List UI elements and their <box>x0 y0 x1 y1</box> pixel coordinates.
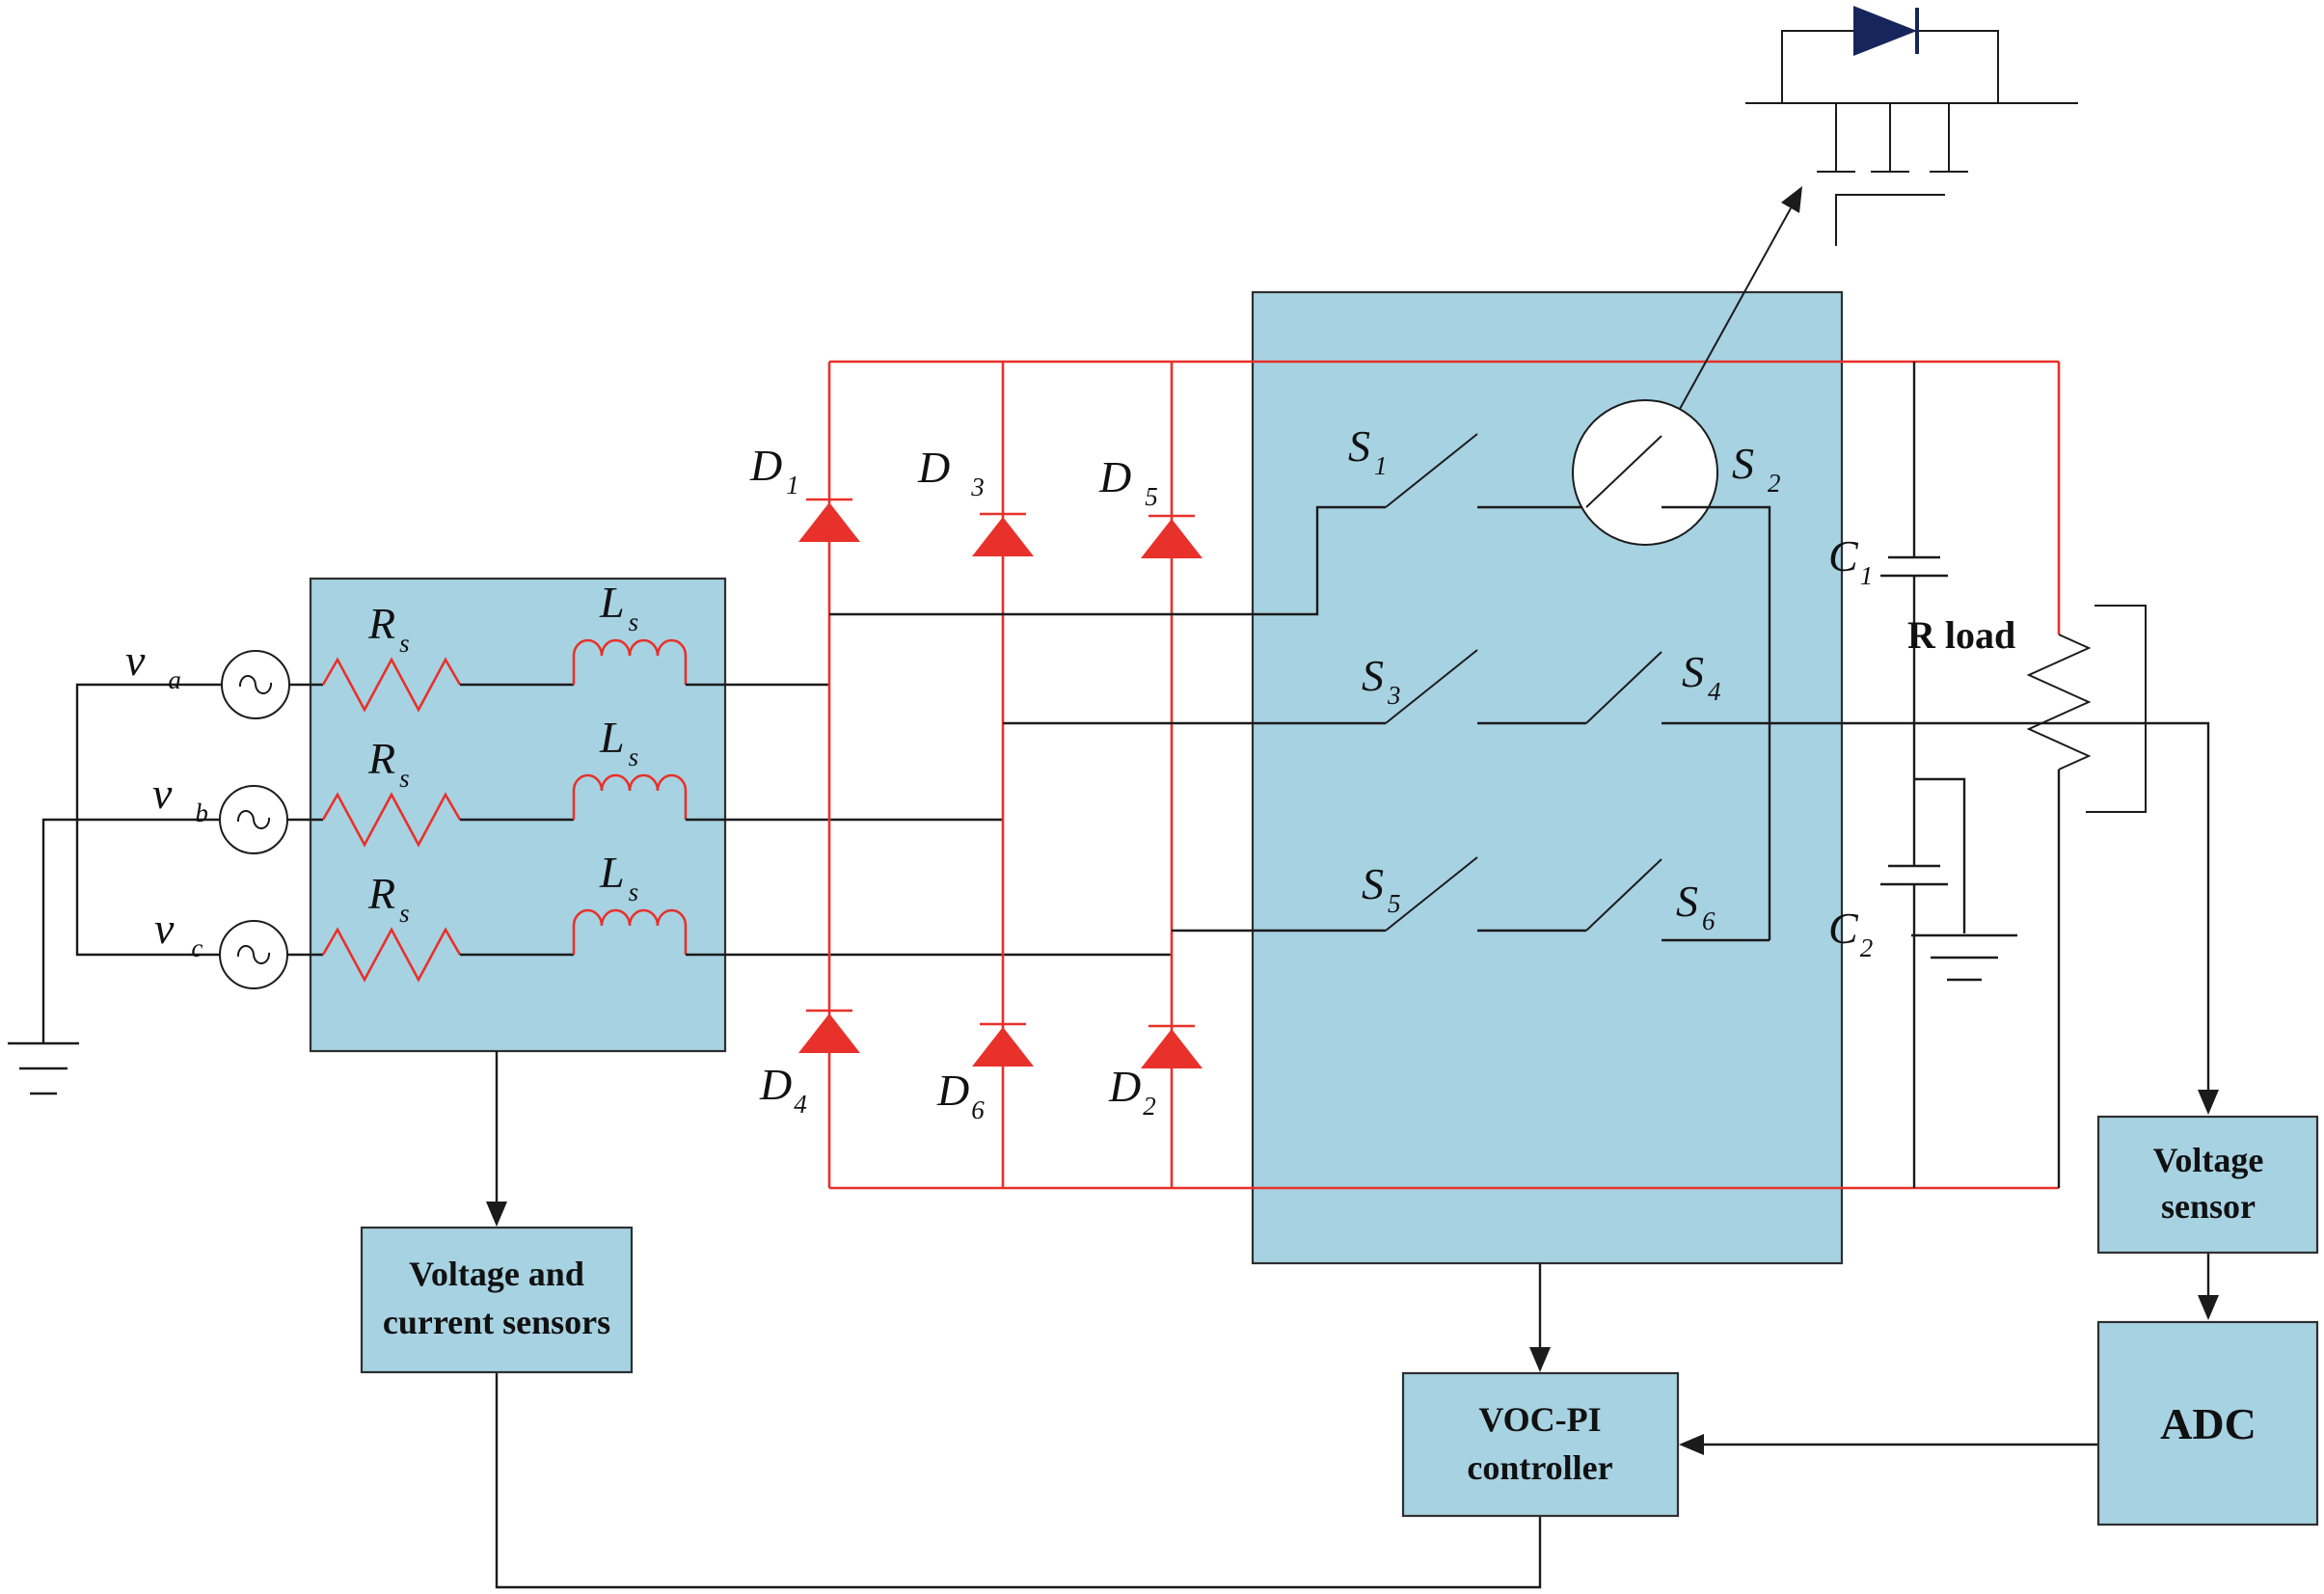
sensor-to-adc-wire <box>2198 1253 2219 1320</box>
voltage-sensor-label-line2: sensor <box>2161 1187 2256 1226</box>
voltage-sensor-label-line1: Voltage <box>2153 1141 2264 1179</box>
capacitor-c2: C2 <box>1828 864 1948 1188</box>
body-diode-icon <box>1853 6 1917 56</box>
ac-neutral-wiring <box>8 683 222 1095</box>
to-voltage-sensor-arrowhead <box>2198 1090 2219 1115</box>
adc-box: ADC <box>2096 1320 2319 1526</box>
switch-row-1 <box>829 399 1771 940</box>
controller-box-label-line2: controller <box>1467 1448 1612 1487</box>
ground-icon <box>8 1041 79 1095</box>
switch-row-2 <box>1003 649 2210 1107</box>
controller-box: VOC-PI controller <box>1401 1371 1680 1518</box>
switch-s6-blade <box>1585 858 1662 932</box>
midpoint-ground <box>1911 777 2017 982</box>
source-impedance-panel <box>309 577 727 1053</box>
switch-s2-circle <box>1572 399 1718 546</box>
diode-d2 <box>1141 1024 1203 1068</box>
diode-d4 <box>798 1009 860 1053</box>
adc-to-controller-wire <box>1679 1434 2098 1455</box>
adc-box-label: ADC <box>2160 1399 2256 1448</box>
zoom-pointer-arrow <box>1679 186 1802 410</box>
label-r-load: R load <box>1907 613 2015 657</box>
load-resistor: R load <box>1907 605 2147 1188</box>
controller-box-label-line1: VOC-PI <box>1478 1400 1601 1439</box>
sensors-box-label-line1: Voltage and <box>409 1255 584 1293</box>
sensors-box-label-line2: current sensors <box>383 1303 610 1341</box>
diode-d6 <box>972 1022 1034 1067</box>
label-c2: C2 <box>1828 904 1873 962</box>
label-d4: D4 <box>759 1060 807 1119</box>
diode-d5 <box>1141 514 1203 558</box>
sensing-wires <box>486 1051 1542 1589</box>
diode-d1 <box>798 498 860 542</box>
voltage-sensor-box: Voltage sensor <box>2096 1115 2319 1255</box>
converter-panel <box>1251 290 1844 1265</box>
capacitor-c1: C1 <box>1828 362 1948 866</box>
sensors-box: Voltage and current sensors <box>360 1226 634 1374</box>
gate-wires <box>1529 1263 1551 1372</box>
label-d2: D2 <box>1108 1062 1156 1121</box>
sine-icon <box>238 675 273 694</box>
label-c1: C1 <box>1828 531 1873 590</box>
switch-s4-blade <box>1585 651 1662 724</box>
sine-icon <box>236 810 271 829</box>
sine-icon <box>236 945 271 964</box>
switch-row-3 <box>1172 856 1770 942</box>
diode-d3 <box>972 512 1034 556</box>
switch-s2-blade <box>1585 435 1662 508</box>
switch-s1-blade <box>1385 433 1478 508</box>
label-d6: D6 <box>936 1066 985 1124</box>
switch-s5-blade <box>1385 856 1478 932</box>
mosfet-detail <box>1745 6 2078 246</box>
switch-s3-blade <box>1385 649 1478 724</box>
